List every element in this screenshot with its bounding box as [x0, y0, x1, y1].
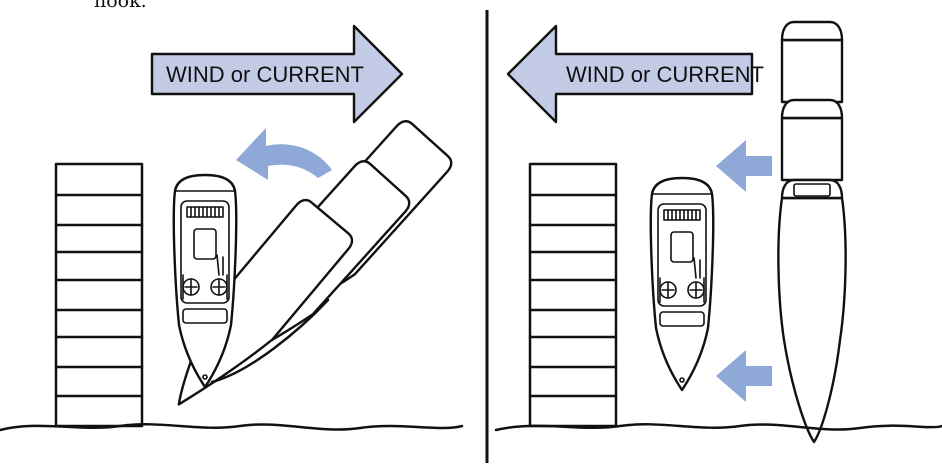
curved-motion-arrow: [236, 128, 332, 180]
wind-arrow-right: WIND or CURRENT: [152, 26, 402, 122]
dock-right: [530, 164, 616, 426]
wind-label-left: WIND or CURRENT: [166, 62, 364, 87]
boat-docked-right: [651, 178, 713, 390]
wind-label-right: WIND or CURRENT: [566, 62, 764, 87]
ghost-boats-drifting: [778, 22, 845, 442]
right-panel: WIND or CURRENT: [496, 22, 942, 442]
left-panel: WIND or CURRENT: [0, 26, 462, 430]
push-arrow-upper: [716, 140, 772, 192]
cropped-caption-text: hook.: [94, 0, 147, 12]
dock-left: [56, 164, 142, 426]
push-arrow-lower: [716, 350, 772, 402]
wind-arrow-left: WIND or CURRENT: [508, 26, 764, 122]
